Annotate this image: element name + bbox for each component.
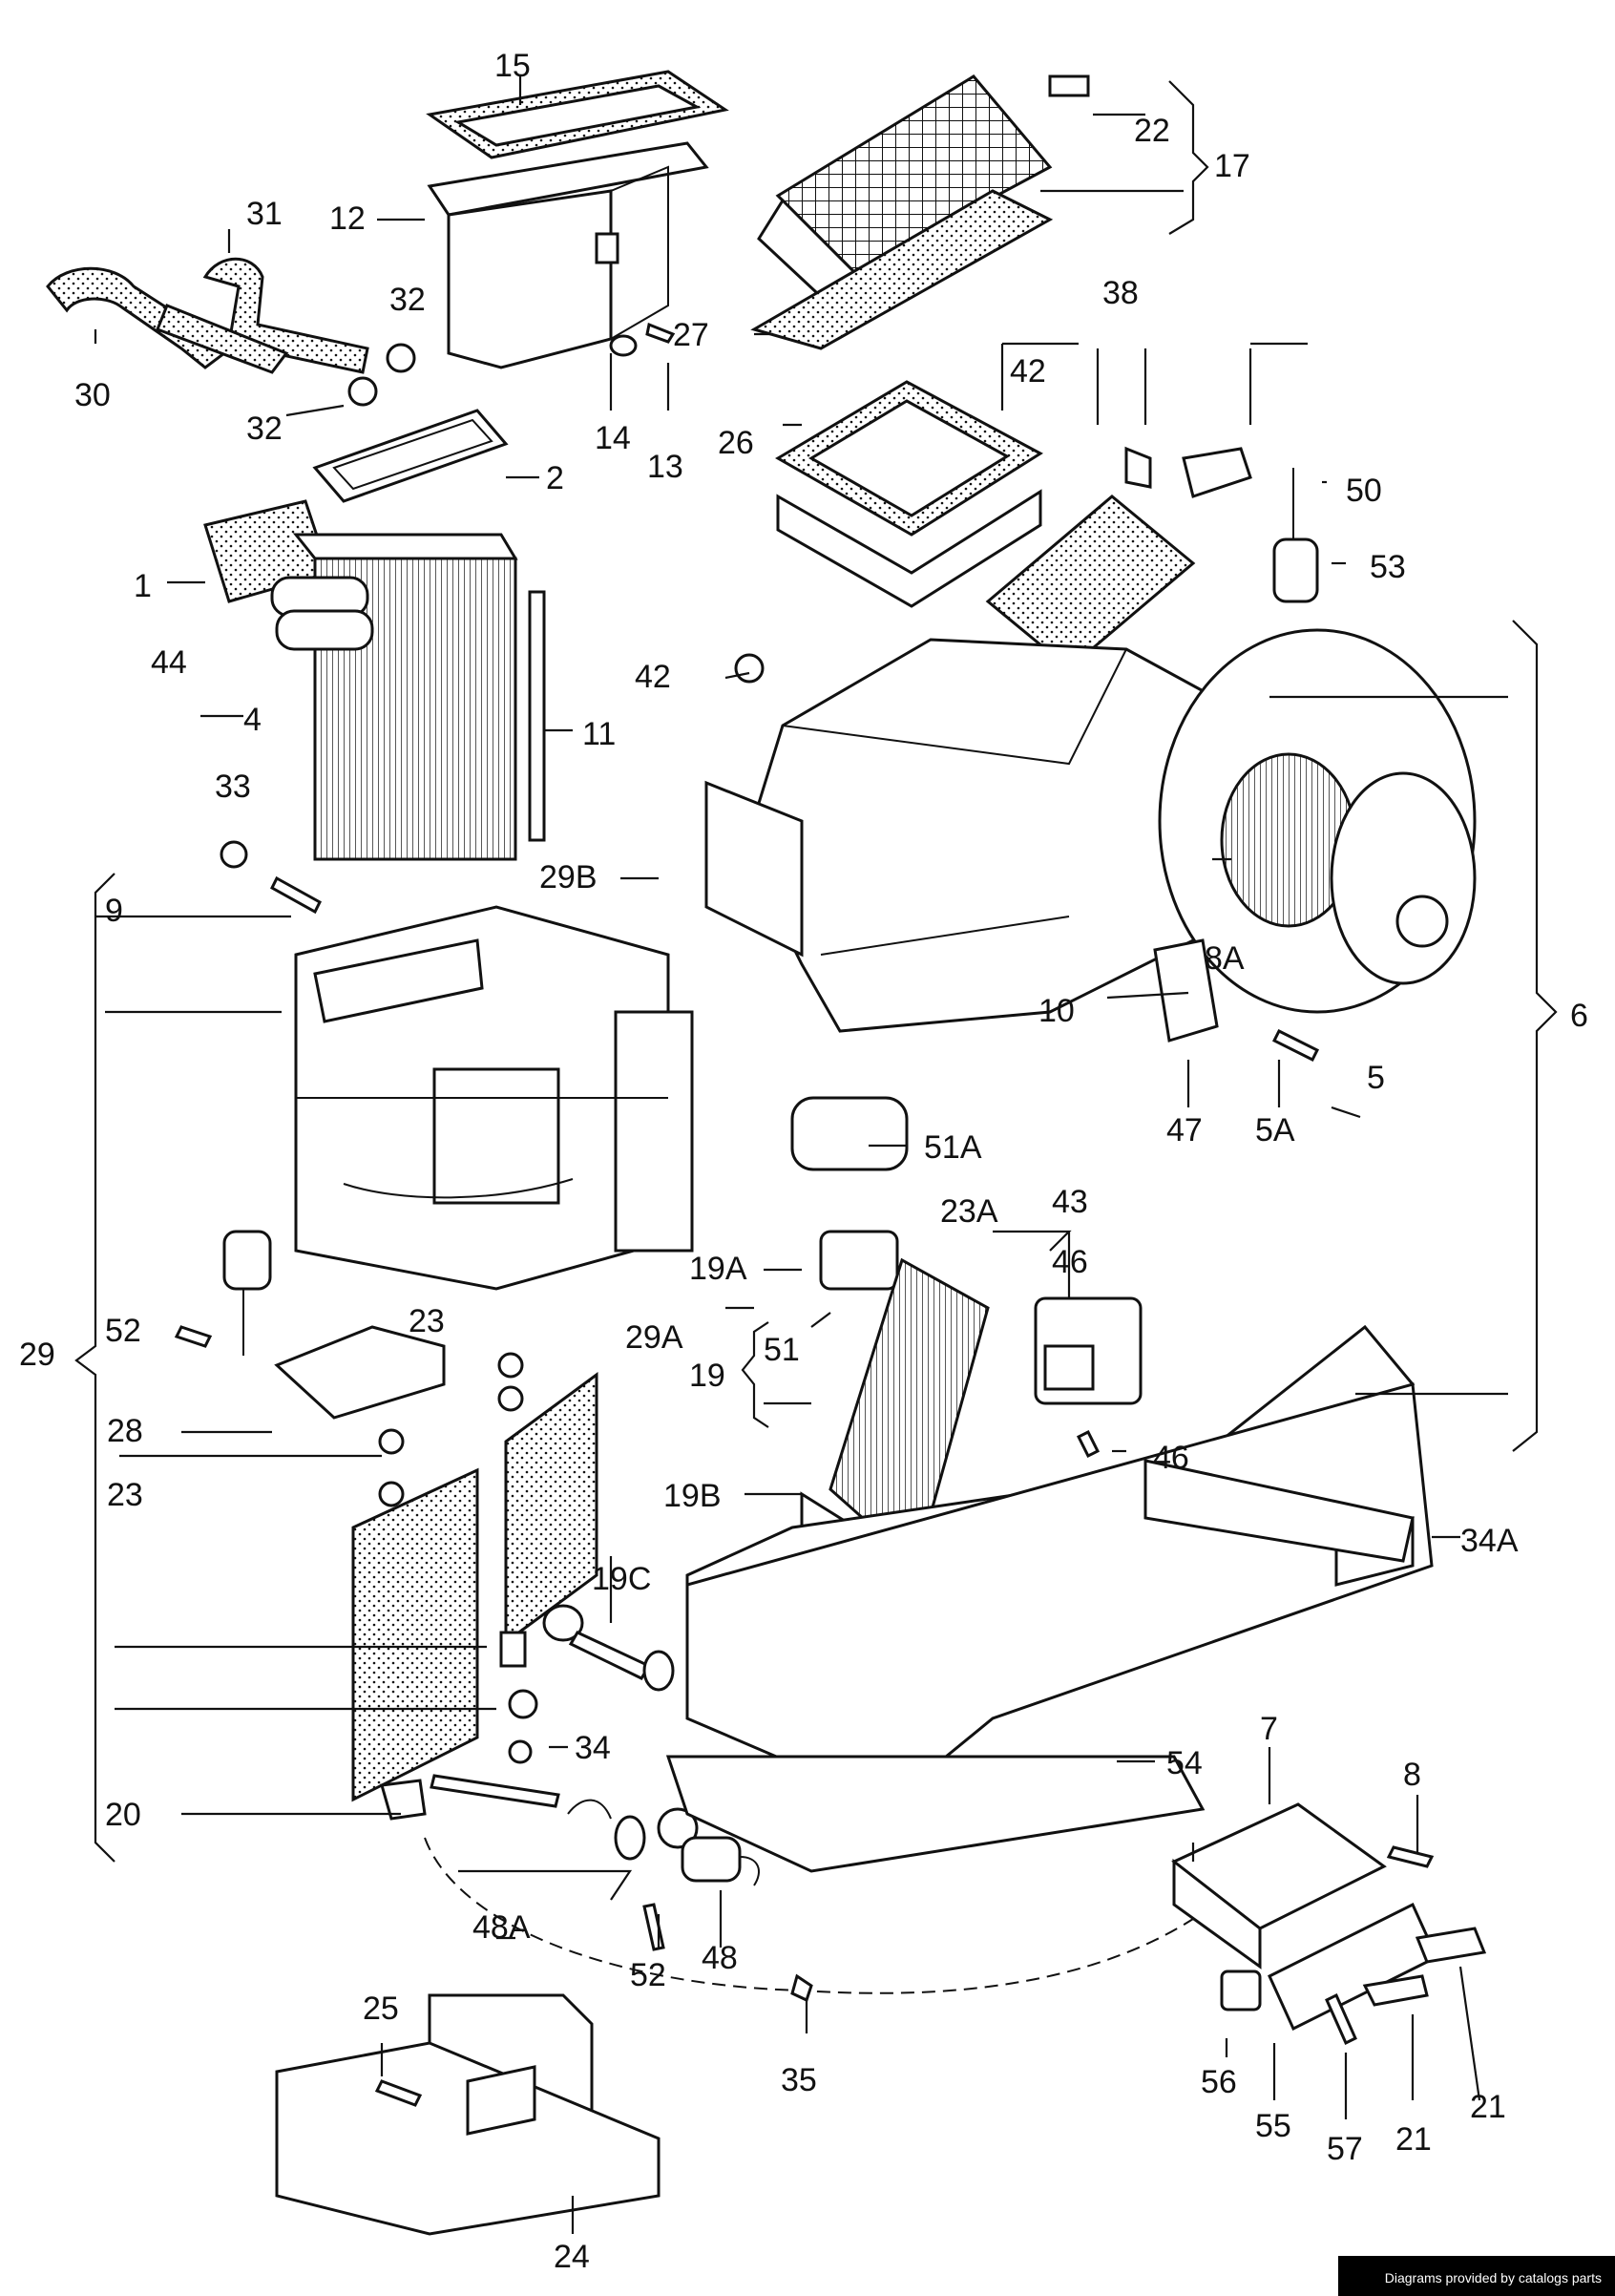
callout-33: 33 — [215, 769, 251, 805]
callout-51a: 51A — [924, 1129, 982, 1166]
callout-9: 9 — [105, 893, 123, 929]
callout-32-top: 32 — [389, 282, 426, 318]
callout-53: 53 — [1370, 549, 1406, 585]
callout-56: 56 — [1201, 2064, 1237, 2100]
callout-50: 50 — [1346, 473, 1382, 509]
callouts: 15 12 31 32 30 32 14 13 2 1 44 4 11 33 9… — [19, 48, 1588, 2275]
vent-7-and-trim-55 — [1171, 1802, 1487, 2046]
pollen-filter-17 — [750, 74, 1090, 350]
callout-34a: 34A — [1460, 1523, 1519, 1559]
callout-19b: 19B — [663, 1478, 722, 1514]
linkage-parts-34 — [380, 1631, 646, 1861]
callout-52-bottom: 52 — [630, 1957, 666, 1993]
frame-26 — [775, 380, 1043, 608]
callout-23-top: 23 — [409, 1303, 445, 1339]
callout-23-bottom: 23 — [107, 1477, 143, 1513]
callout-7: 7 — [1260, 1711, 1278, 1747]
callout-11: 11 — [582, 716, 616, 752]
callout-27: 27 — [673, 317, 709, 353]
callout-4: 4 — [243, 702, 262, 738]
callout-23a: 23A — [940, 1193, 998, 1230]
callout-52-left: 52 — [105, 1313, 141, 1349]
callout-8: 8 — [1403, 1757, 1421, 1793]
callout-44: 44 — [151, 644, 187, 681]
callout-31: 31 — [246, 196, 283, 232]
callout-51: 51 — [764, 1332, 800, 1368]
callout-13: 13 — [647, 449, 683, 485]
callout-46-bottom: 46 — [1153, 1440, 1189, 1476]
callout-19: 19 — [689, 1358, 725, 1394]
footer-credit-bar: Diagrams provided by catalogs parts — [1338, 2256, 1615, 2296]
callout-2: 2 — [546, 460, 564, 496]
callout-24: 24 — [554, 2239, 590, 2275]
callout-35: 35 — [781, 2062, 817, 2098]
footwell-duct-24 — [275, 1993, 661, 2236]
filter-insert-38 — [985, 446, 1319, 670]
heater-housing — [294, 905, 694, 1291]
small-fasteners-top — [609, 322, 676, 357]
blower-fan-8a — [1153, 628, 1477, 1063]
small-screw-group-left — [220, 840, 322, 915]
lower-housing-34a — [665, 1324, 1434, 1873]
callout-28: 28 — [107, 1413, 143, 1449]
callout-17: 17 — [1214, 148, 1250, 184]
callout-1: 1 — [134, 568, 152, 604]
callout-22: 22 — [1134, 113, 1170, 149]
callout-12: 12 — [329, 200, 366, 237]
callout-29: 29 — [19, 1337, 55, 1373]
callout-29a: 29A — [625, 1319, 683, 1356]
callout-21-middle: 21 — [1395, 2121, 1432, 2158]
callout-10: 10 — [1038, 993, 1075, 1029]
duct-seal-2 — [312, 409, 509, 503]
expansion-valve-51 — [790, 1096, 1143, 1459]
callout-34: 34 — [575, 1730, 611, 1766]
callout-14: 14 — [595, 420, 631, 456]
rod-19c — [542, 1604, 675, 1692]
flap-28-and-filters — [274, 1325, 598, 1802]
callout-38: 38 — [1102, 275, 1139, 311]
callout-19c: 19C — [592, 1561, 651, 1597]
callout-20: 20 — [105, 1797, 141, 1833]
heater-hoses — [46, 257, 416, 407]
callout-57: 57 — [1327, 2131, 1363, 2167]
footer-credit: Diagrams provided by catalogs parts — [1384, 2270, 1602, 2285]
callout-25: 25 — [363, 1991, 399, 2027]
callout-29b: 29B — [539, 859, 598, 895]
callout-15: 15 — [494, 48, 531, 84]
callout-19a: 19A — [689, 1251, 747, 1287]
callout-8a: 8A — [1205, 940, 1245, 977]
callout-5a: 5A — [1255, 1112, 1295, 1148]
callout-32-bottom: 32 — [246, 411, 283, 447]
callout-47: 47 — [1166, 1112, 1203, 1148]
leader-lines — [74, 76, 1558, 2234]
callout-48: 48 — [702, 1940, 738, 1976]
callout-5: 5 — [1367, 1060, 1385, 1096]
callout-26: 26 — [718, 425, 754, 461]
callout-21-right: 21 — [1470, 2089, 1506, 2125]
actuator-52-left — [174, 1230, 272, 1356]
callout-54: 54 — [1166, 1745, 1203, 1781]
heater-core-4 — [203, 499, 546, 861]
callout-6: 6 — [1570, 998, 1588, 1034]
callout-48a: 48A — [472, 1909, 531, 1946]
callout-30: 30 — [74, 377, 111, 413]
callout-42-mid: 42 — [635, 659, 671, 695]
callout-42-top: 42 — [1010, 353, 1046, 390]
callout-43: 43 — [1052, 1184, 1088, 1220]
callout-46-top: 46 — [1052, 1244, 1088, 1280]
callout-55: 55 — [1255, 2108, 1291, 2144]
air-duct-upper — [426, 70, 729, 369]
